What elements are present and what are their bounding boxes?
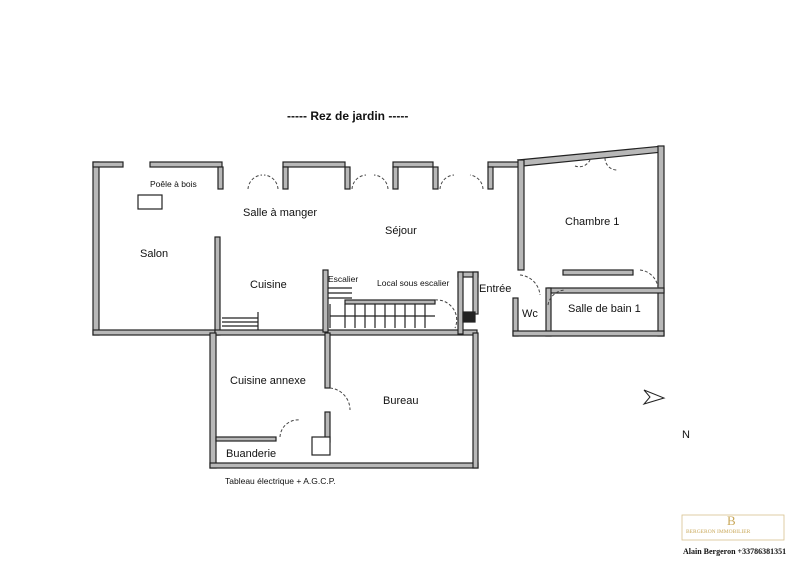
room-label-entree: Entrée — [479, 283, 511, 295]
room-label-cuisine: Cuisine — [250, 279, 287, 291]
logo-name: BERGERON IMMOBILIER — [686, 529, 751, 535]
room-label-salle-de-bain1: Salle de bain 1 — [568, 303, 641, 315]
stove-icon — [137, 194, 163, 210]
walls — [92, 145, 665, 469]
logo-letter: B — [727, 513, 736, 528]
room-label-poele: Poêle à bois — [150, 179, 197, 189]
room-label-local-sous-escalier: Local sous escalier — [377, 278, 449, 288]
room-label-sejour: Séjour — [385, 225, 417, 237]
room-label-buanderie: Buanderie — [226, 448, 276, 460]
agency-logo: B BERGERON IMMOBILIER — [681, 513, 785, 541]
room-label-escalier: Escalier — [328, 274, 358, 284]
plan-title: ----- Rez de jardin ----- — [287, 109, 408, 123]
agency-contact: Alain Bergeron +33786381351 — [683, 547, 786, 556]
room-label-salle-a-manger: Salle à manger — [243, 207, 317, 219]
room-label-bureau: Bureau — [383, 395, 418, 407]
room-label-wc: Wc — [522, 308, 538, 320]
room-label-chambre1: Chambre 1 — [565, 216, 619, 228]
label-tableau-electrique: Tableau électrique + A.G.C.P. — [225, 476, 336, 486]
room-label-cuisine-annexe: Cuisine annexe — [230, 375, 306, 387]
north-label: N — [682, 429, 690, 441]
north-arrow-icon — [642, 389, 666, 405]
room-label-salon: Salon — [140, 248, 168, 260]
